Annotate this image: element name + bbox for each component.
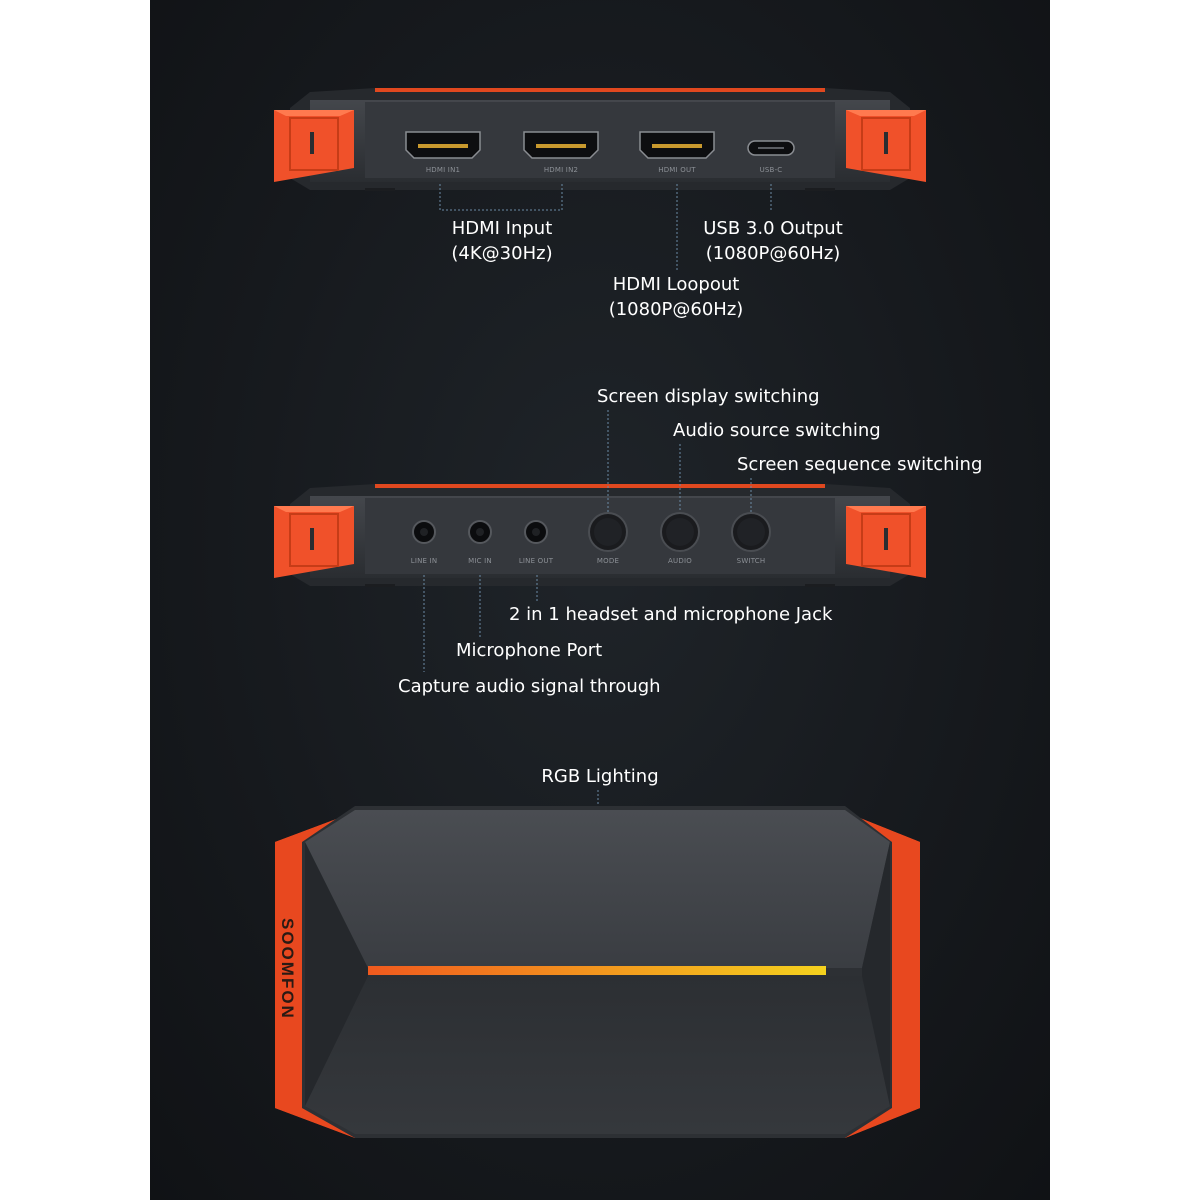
right-end-cap — [846, 506, 926, 578]
hdmi-in1-port: HDMI IN1 — [405, 131, 481, 174]
audio-callout: Audio source switching — [673, 420, 881, 441]
port-label: HDMI OUT — [658, 166, 696, 174]
hdmi-input-callout: HDMI Input (4K@30Hz) — [451, 218, 553, 264]
line-in-jack: LINE IN — [411, 520, 438, 565]
front-leader-lines — [439, 184, 772, 270]
line-in-callout: Capture audio signal through — [398, 676, 661, 697]
line-out-jack: LINE OUT — [519, 520, 554, 565]
mode-button: MODE — [588, 512, 628, 565]
right-end-cap — [846, 110, 926, 182]
brand-logo: SOOMFON — [278, 918, 297, 1020]
line-out-callout: 2 in 1 headset and microphone Jack — [509, 604, 833, 625]
mode-callout: Screen display switching — [597, 386, 820, 407]
switch-button: SWITCH — [731, 512, 771, 565]
audio-button: AUDIO — [660, 512, 700, 565]
port-label: AUDIO — [668, 557, 692, 565]
hdmi-loopout-callout: HDMI Loopout (1080P@60Hz) — [608, 274, 744, 320]
port-label: SWITCH — [737, 557, 766, 565]
back-panel-device: LINE IN MIC IN LINE OUT MODE AUDI — [274, 484, 926, 587]
port-label: LINE OUT — [519, 557, 554, 565]
rgb-light-bar — [368, 966, 826, 975]
port-label: HDMI IN2 — [544, 166, 578, 174]
left-end-cap — [274, 506, 354, 578]
usb-c-port: USB-C — [747, 140, 795, 174]
product-infographic: HDMI IN1 HDMI IN2 HDMI OUT USB-C — [150, 0, 1050, 1200]
port-label: HDMI IN1 — [426, 166, 460, 174]
port-label: USB-C — [760, 166, 783, 174]
switch-callout: Screen sequence switching — [737, 454, 983, 475]
device-illustration: HDMI IN1 HDMI IN2 HDMI OUT USB-C — [274, 88, 926, 1138]
port-label: MIC IN — [468, 557, 492, 565]
hdmi-in2-port: HDMI IN2 — [523, 131, 599, 174]
usb-output-callout: USB 3.0 Output (1080P@60Hz) — [703, 218, 843, 264]
left-end-cap — [274, 110, 354, 182]
mic-in-callout: Microphone Port — [456, 640, 603, 661]
port-label: LINE IN — [411, 557, 438, 565]
hdmi-out-port: HDMI OUT — [639, 131, 715, 174]
front-panel-device: HDMI IN1 HDMI IN2 HDMI OUT USB-C — [274, 88, 926, 191]
port-label: MODE — [597, 557, 619, 565]
rgb-lighting-callout: RGB Lighting — [541, 766, 659, 787]
top-view-device: SOOMFON — [275, 806, 920, 1138]
back-leader-lines — [423, 410, 752, 672]
mic-in-jack: MIC IN — [468, 520, 492, 565]
